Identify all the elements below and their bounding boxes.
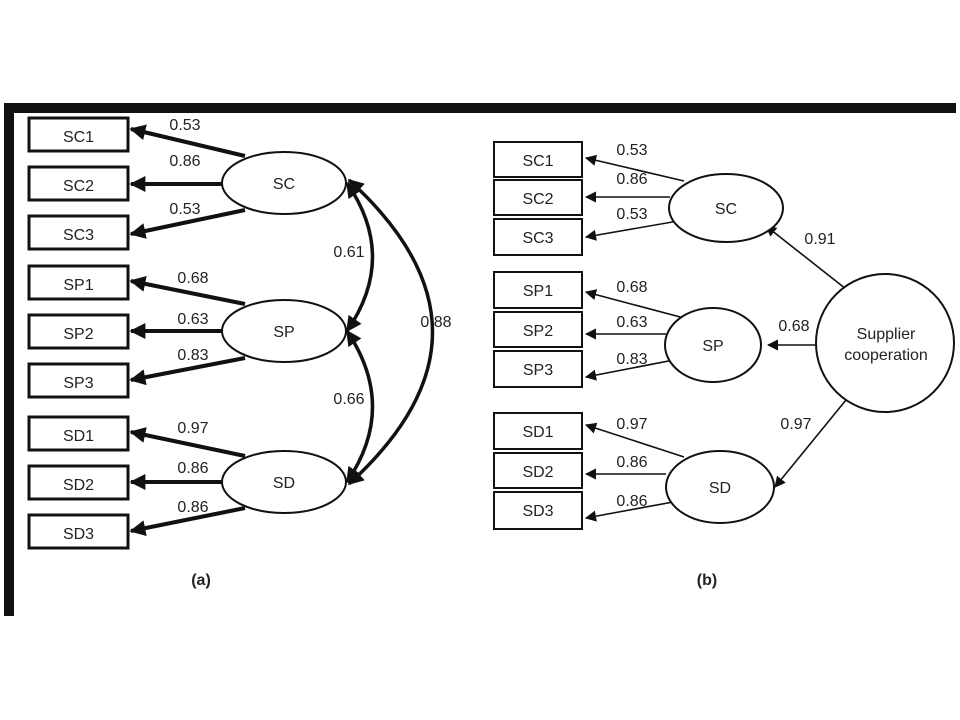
indicator-label: SP1 [63, 277, 93, 294]
indicator-label: SC3 [63, 227, 94, 244]
factor-ellipse-a-sc: SC [221, 151, 347, 215]
factor-label: SC [273, 176, 295, 193]
path-value-sd: 0.97 [780, 416, 811, 433]
loading-value-a-sc1: 0.53 [169, 117, 200, 134]
indicator-label: SD1 [522, 424, 553, 441]
loading-value-b-sd1: 0.97 [616, 416, 647, 433]
panel-caption-b: (b) [697, 572, 717, 589]
indicator-box-b-sc3: SC3 [493, 218, 583, 256]
indicator-box-b-sc2: SC2 [493, 179, 583, 216]
loading-arrow-a-sc1 [129, 124, 246, 158]
loading-arrow-a-sp1 [129, 276, 246, 306]
factor-label: SP [273, 324, 294, 341]
indicator-label: SP3 [523, 362, 553, 379]
loading-arrow-a-sp3 [129, 356, 246, 386]
factor-label: SD [273, 475, 295, 492]
loading-value-b-sd2: 0.86 [616, 454, 647, 471]
indicator-box-a-sd2: SD2 [27, 464, 130, 501]
indicator-box-a-sp2: SP2 [27, 313, 130, 350]
path-arrow-supplier-sd [774, 399, 847, 488]
indicator-box-b-sp1: SP1 [493, 271, 583, 309]
indicator-box-a-sc2: SC2 [27, 165, 130, 202]
loading-value-a-sc2: 0.86 [169, 153, 200, 170]
second-order-factor-circle: Supplier cooperation [815, 273, 955, 413]
indicator-box-a-sc3: SC3 [27, 214, 130, 251]
path-value-sp: 0.68 [778, 318, 809, 335]
indicator-box-a-sp1: SP1 [27, 264, 130, 301]
loading-arrow-b-sc3 [584, 219, 685, 241]
loading-arrow-b-sp1 [584, 289, 685, 319]
indicator-box-b-sp3: SP3 [493, 350, 583, 388]
correlation-value-sc-sd: 0.88 [420, 314, 451, 331]
indicator-label: SD3 [522, 503, 553, 520]
loading-arrow-b-sd1 [584, 422, 685, 458]
indicator-box-a-sp3: SP3 [27, 362, 130, 399]
loading-value-a-sd1: 0.97 [177, 420, 208, 437]
factor-label: SD [709, 480, 731, 497]
indicator-box-b-sd3: SD3 [493, 491, 583, 530]
loading-value-b-sp1: 0.68 [616, 279, 647, 296]
loading-arrow-b-sp3 [584, 357, 685, 381]
indicator-box-b-sc1: SC1 [493, 141, 583, 178]
correlation-curve-sc-sd [347, 178, 435, 486]
factor-label: SP [702, 338, 723, 355]
second-order-label-line2: cooperation [844, 347, 928, 364]
correlation-value-sp-sd: 0.66 [333, 391, 364, 408]
loading-value-b-sd3: 0.86 [616, 493, 647, 510]
loading-arrow-b-sc1 [584, 154, 685, 182]
loading-value-b-sc1: 0.53 [616, 142, 647, 159]
indicator-label: SC2 [63, 178, 94, 195]
panel-b: SC1 SC2 SC3 SP1 SP2 SP3 SD1 SD2 [493, 141, 955, 589]
loading-value-a-sp2: 0.63 [177, 311, 208, 328]
loading-arrow-a-sd1 [129, 427, 246, 458]
loading-value-b-sp2: 0.63 [616, 314, 647, 331]
indicator-label: SC1 [522, 153, 553, 170]
panel-a: SC1 SC2 SC3 SP1 SP2 SP3 SD1 SD2 [27, 116, 452, 589]
loading-arrow-a-sc3 [129, 208, 246, 239]
factor-label: SC [715, 201, 737, 218]
indicator-label: SC1 [63, 129, 94, 146]
indicator-box-b-sp2: SP2 [493, 311, 583, 348]
loading-value-a-sd2: 0.86 [177, 460, 208, 477]
indicator-box-a-sc1: SC1 [27, 116, 130, 153]
indicator-label: SD2 [63, 477, 94, 494]
panel-caption-a: (a) [191, 572, 211, 589]
factor-ellipse-a-sp: SP [221, 299, 347, 363]
frame-left-bar [4, 103, 14, 616]
path-value-sc: 0.91 [804, 231, 835, 248]
factor-ellipse-a-sd: SD [221, 450, 347, 514]
loading-value-a-sd3: 0.86 [177, 499, 208, 516]
indicator-box-b-sd1: SD1 [493, 412, 583, 450]
loading-value-b-sp3: 0.83 [616, 351, 647, 368]
indicator-box-b-sd2: SD2 [493, 452, 583, 489]
factor-ellipse-b-sd: SD [665, 450, 775, 524]
loading-arrow-a-sd3 [129, 506, 246, 536]
indicator-label: SP3 [63, 375, 93, 392]
second-order-label-line1: Supplier [857, 326, 916, 343]
indicator-label: SP2 [63, 326, 93, 343]
factor-ellipse-b-sp: SP [664, 307, 762, 383]
loading-value-b-sc2: 0.86 [616, 171, 647, 188]
indicator-label: SC2 [522, 191, 553, 208]
loading-arrow-b-sd3 [584, 499, 685, 522]
indicator-label: SP2 [523, 323, 553, 340]
loading-value-a-sc3: 0.53 [169, 201, 200, 218]
indicator-label: SP1 [523, 283, 553, 300]
indicator-label: SD2 [522, 464, 553, 481]
loading-value-a-sp1: 0.68 [177, 270, 208, 287]
path-arrow-supplier-sc [765, 225, 847, 290]
indicator-label: SC3 [522, 230, 553, 247]
indicator-label: SD1 [63, 428, 94, 445]
indicator-label: SD3 [63, 526, 94, 543]
loading-value-b-sc3: 0.53 [616, 206, 647, 223]
correlation-value-sc-sp: 0.61 [333, 244, 364, 261]
frame-top-bar [4, 103, 956, 113]
loading-value-a-sp3: 0.83 [177, 347, 208, 364]
indicator-box-a-sd3: SD3 [27, 513, 130, 550]
factor-ellipse-b-sc: SC [668, 173, 784, 243]
indicator-box-a-sd1: SD1 [27, 415, 130, 452]
